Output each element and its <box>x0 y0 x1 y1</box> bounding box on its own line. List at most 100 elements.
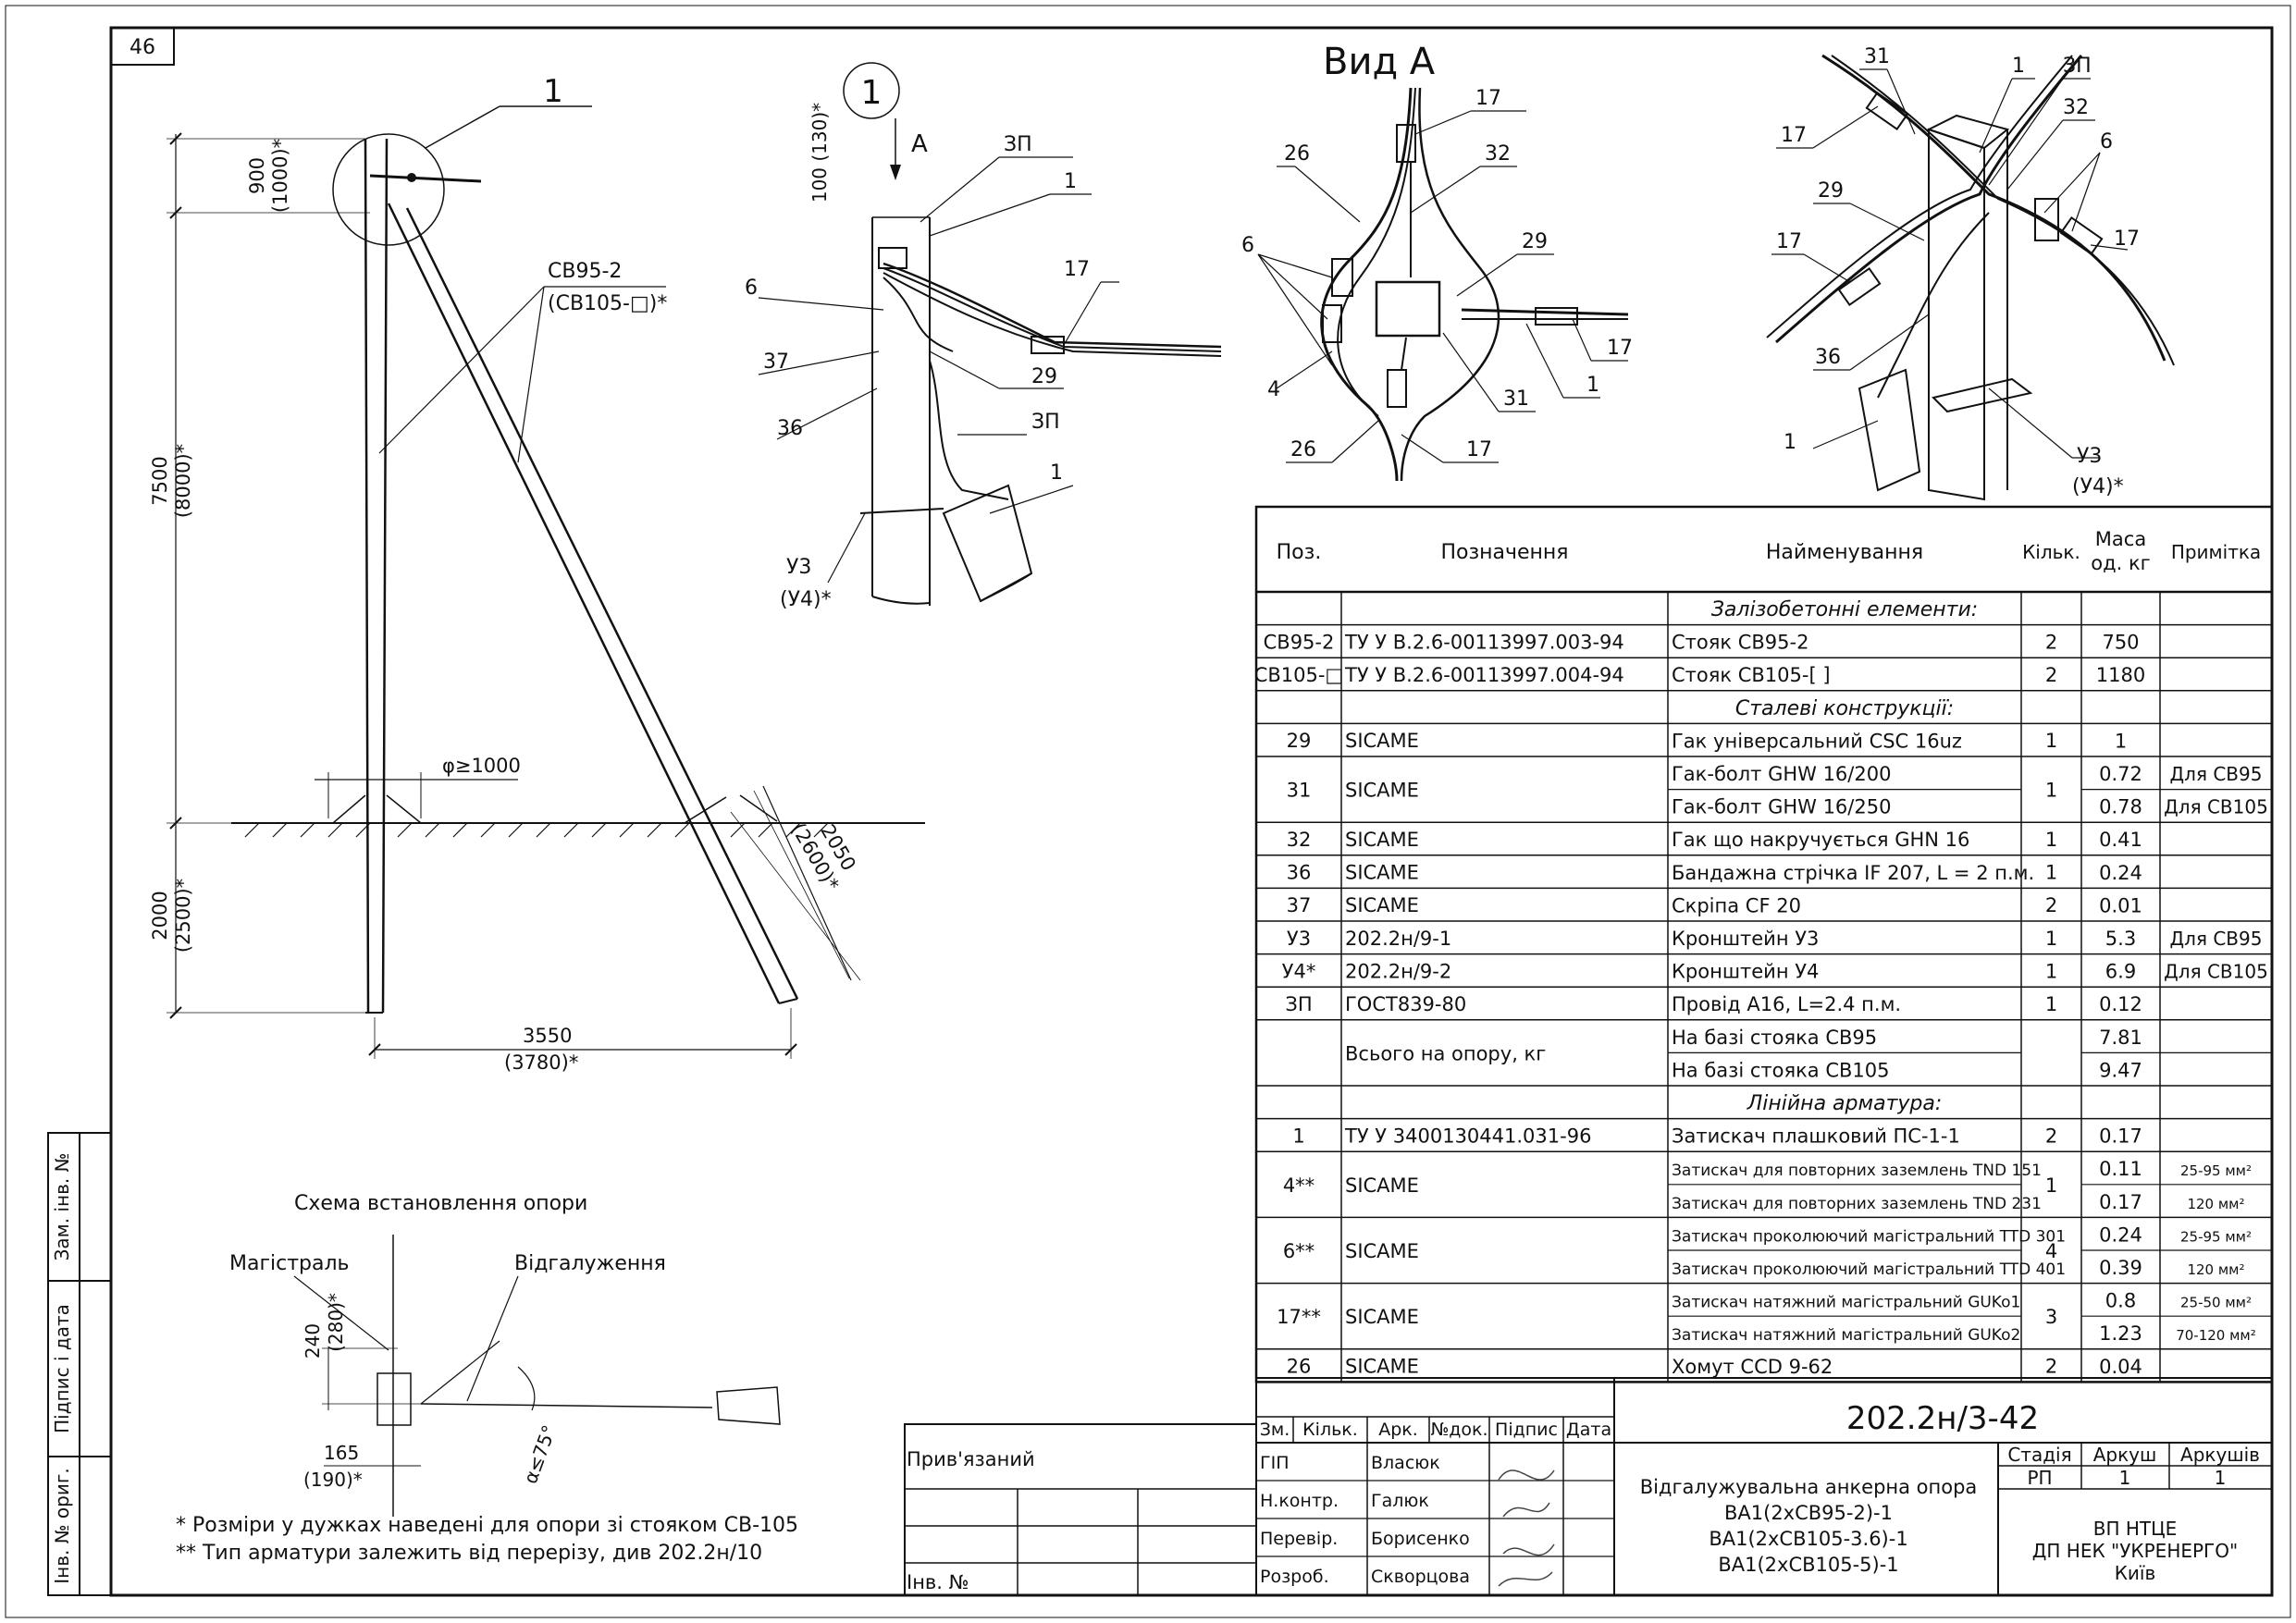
spec-header-5: Примітка <box>2171 541 2261 563</box>
spec-cell-name: Затискач проколюючий магістральний TTD 4… <box>1672 1260 2066 1279</box>
tb-person: Борисенко <box>1371 1529 1470 1549</box>
spec-cell-mass: 1180 <box>2096 664 2145 686</box>
scheme-dim-240: 240 <box>302 1323 324 1359</box>
view-a-drawing: Вид А 17 32 26 29 6 17 31 1 4 <box>1241 41 1633 482</box>
spec-cell-qty: 2 <box>2045 1356 2057 1378</box>
iso-label-u4: (У4)* <box>2072 475 2124 498</box>
spec-cell-name: Гак універсальний CSC 16uz <box>1672 730 1962 752</box>
dim-8000: (8000)* <box>172 444 194 518</box>
pole-elevation-drawing: 1 СВ95-2 (СВ105-□)* φ≥1000 <box>149 73 925 1074</box>
scheme-dim-165: 165 <box>324 1442 359 1464</box>
spec-cell-mass: 0.39 <box>2099 1257 2142 1279</box>
iso-label-1-top: 1 <box>2012 55 2025 78</box>
spec-cell-pos: 26 <box>1287 1356 1312 1378</box>
tb-person: Власюк <box>1371 1453 1440 1473</box>
installation-scheme: Схема встановлення опори Магістраль Відг… <box>229 1192 781 1517</box>
spec-cell-designation: SICAME <box>1345 862 1419 884</box>
dim-900: 900 <box>246 157 268 194</box>
spec-cell-pos: 37 <box>1287 894 1312 916</box>
spec-cell-note: Для СВ105 <box>2164 796 2268 818</box>
d1-label-29: 29 <box>1031 365 1057 388</box>
iso-label-zp: ЗП <box>2063 55 2092 78</box>
spec-cell-name: Кронштейн У4 <box>1672 961 1819 983</box>
spec-cell-mass: 0.24 <box>2099 862 2142 884</box>
spec-cell-qty: 2 <box>2045 631 2057 653</box>
rev-header-5: Дата <box>1566 1420 1611 1440</box>
tb-stage-h: Стадія <box>2007 1444 2071 1466</box>
spec-section-title: Сталеві конструкції: <box>1735 697 1954 720</box>
iso-label-32: 32 <box>2063 96 2089 119</box>
va-label-26-bottom: 26 <box>1290 438 1316 461</box>
view-arrow-label: A <box>911 130 928 158</box>
spec-cell-mass: 0.01 <box>2099 894 2142 916</box>
spec-cell-mass: 0.17 <box>2099 1191 2142 1213</box>
spec-cell-designation: 202.2н/9-1 <box>1345 928 1451 950</box>
spec-cell-designation: SICAME <box>1345 894 1419 916</box>
spec-cell-note: 25-95 мм² <box>2180 1162 2252 1179</box>
side-label-orig-inv: Інв. № ориг. <box>51 1468 73 1583</box>
scheme-main-label: Магістраль <box>229 1252 350 1275</box>
spec-cell-pos: 4** <box>1283 1174 1315 1197</box>
scheme-dim-190: (190)* <box>303 1469 363 1491</box>
sheet-number: 46 <box>130 36 155 59</box>
spec-cell-designation: SICAME <box>1345 1174 1419 1197</box>
spec-header-1: Позначення <box>1440 541 1568 564</box>
spec-cell-name: Провід А16, L=2.4 п.м. <box>1672 993 1901 1015</box>
va-label-26-top: 26 <box>1284 142 1310 166</box>
spec-cell-name: Кронштейн У3 <box>1672 928 1819 950</box>
d1-label-6: 6 <box>745 277 758 300</box>
tb-role: ГІП <box>1260 1453 1289 1473</box>
tb-person: Галюк <box>1371 1491 1429 1511</box>
va-label-17-right: 17 <box>1607 337 1633 360</box>
spec-cell-pos: 29 <box>1287 730 1312 752</box>
spec-cell-name: Гак-болт GHW 16/250 <box>1672 796 1891 818</box>
va-label-1: 1 <box>1586 374 1599 397</box>
dim-2500: (2500)* <box>172 879 194 953</box>
tb-role: Н.контр. <box>1260 1491 1339 1511</box>
spec-cell-mass: 0.41 <box>2099 829 2142 851</box>
spec-cell-mass: 0.04 <box>2099 1356 2142 1378</box>
side-label-replace-inv: Зам. інв. № <box>51 1153 73 1261</box>
rev-header-3: №док. <box>1430 1420 1487 1440</box>
spec-cell-name: На базі стояка СВ95 <box>1672 1027 1877 1049</box>
spec-cell-mass: 0.12 <box>2099 993 2142 1015</box>
tb-sheet-v: 1 <box>2119 1467 2131 1489</box>
pole-label-alt: (СВ105-□)* <box>548 292 667 315</box>
iso-label-36: 36 <box>1815 346 1841 369</box>
iso-label-17-left: 17 <box>1776 230 1802 253</box>
title-block: Прив'язаний Інв. № 202.2н/3-42 Зм.Кільк.… <box>904 1377 2273 1596</box>
spec-cell-note: 70-120 мм² <box>2176 1327 2256 1344</box>
spec-cell-qty: 1 <box>2045 1174 2057 1197</box>
spec-cell-designation: SICAME <box>1345 1306 1419 1328</box>
spec-cell-pos: 31 <box>1287 780 1312 802</box>
dim-7500: 7500 <box>149 456 171 505</box>
spec-cell-pos: 32 <box>1287 829 1312 851</box>
tb-desc-line-3: ВА1(2хСВ105-3.6)-1 <box>1709 1528 1907 1550</box>
spec-cell-name: Затискач проколюючий магістральний TTD 3… <box>1672 1227 2066 1246</box>
spec-cell-qty: 4 <box>2045 1240 2057 1262</box>
spec-cell-designation: SICAME <box>1345 829 1419 851</box>
d1-label-1-bottom: 1 <box>1050 461 1063 485</box>
spec-cell-mass: 9.47 <box>2099 1059 2142 1081</box>
spec-cell-qty: 1 <box>2045 960 2057 982</box>
spec-cell-mass: 0.78 <box>2099 796 2142 818</box>
spec-cell-qty: 1 <box>2045 928 2057 950</box>
tb-inv-label: Інв. № <box>907 1571 969 1593</box>
va-label-31: 31 <box>1503 387 1529 411</box>
spec-cell-pos: У4* <box>1282 960 1316 982</box>
tb-org-2: ДП НЕК "УКРЕНЕРГО" <box>2032 1540 2238 1562</box>
side-strip: Зам. інв. № Підпис і дата Інв. № ориг. <box>47 1132 112 1596</box>
tb-sheet-h: Аркуш <box>2093 1444 2157 1466</box>
dim-phi: φ≥1000 <box>442 755 521 777</box>
spec-header-3: Кільк. <box>2022 541 2080 563</box>
dim-1000: (1000)* <box>269 139 291 213</box>
note-2: ** Тип арматури залежить від перерізу, д… <box>176 1542 762 1565</box>
spec-cell-designation: ТУ У 3400130441.031-96 <box>1344 1125 1591 1147</box>
tb-stage-v: РП <box>2027 1467 2052 1489</box>
tb-person: Скворцова <box>1371 1567 1470 1587</box>
spec-cell-name: Хомут CCD 9-62 <box>1672 1356 1833 1378</box>
tb-desc-line-4: ВА1(2хСВ105-5)-1 <box>1718 1554 1898 1576</box>
spec-cell-designation: ГОСТ839-80 <box>1345 993 1466 1015</box>
spec-cell-pos: ЗП <box>1285 993 1312 1015</box>
spec-cell-name: Затискач для повторних заземлень TND 151 <box>1672 1162 2042 1180</box>
